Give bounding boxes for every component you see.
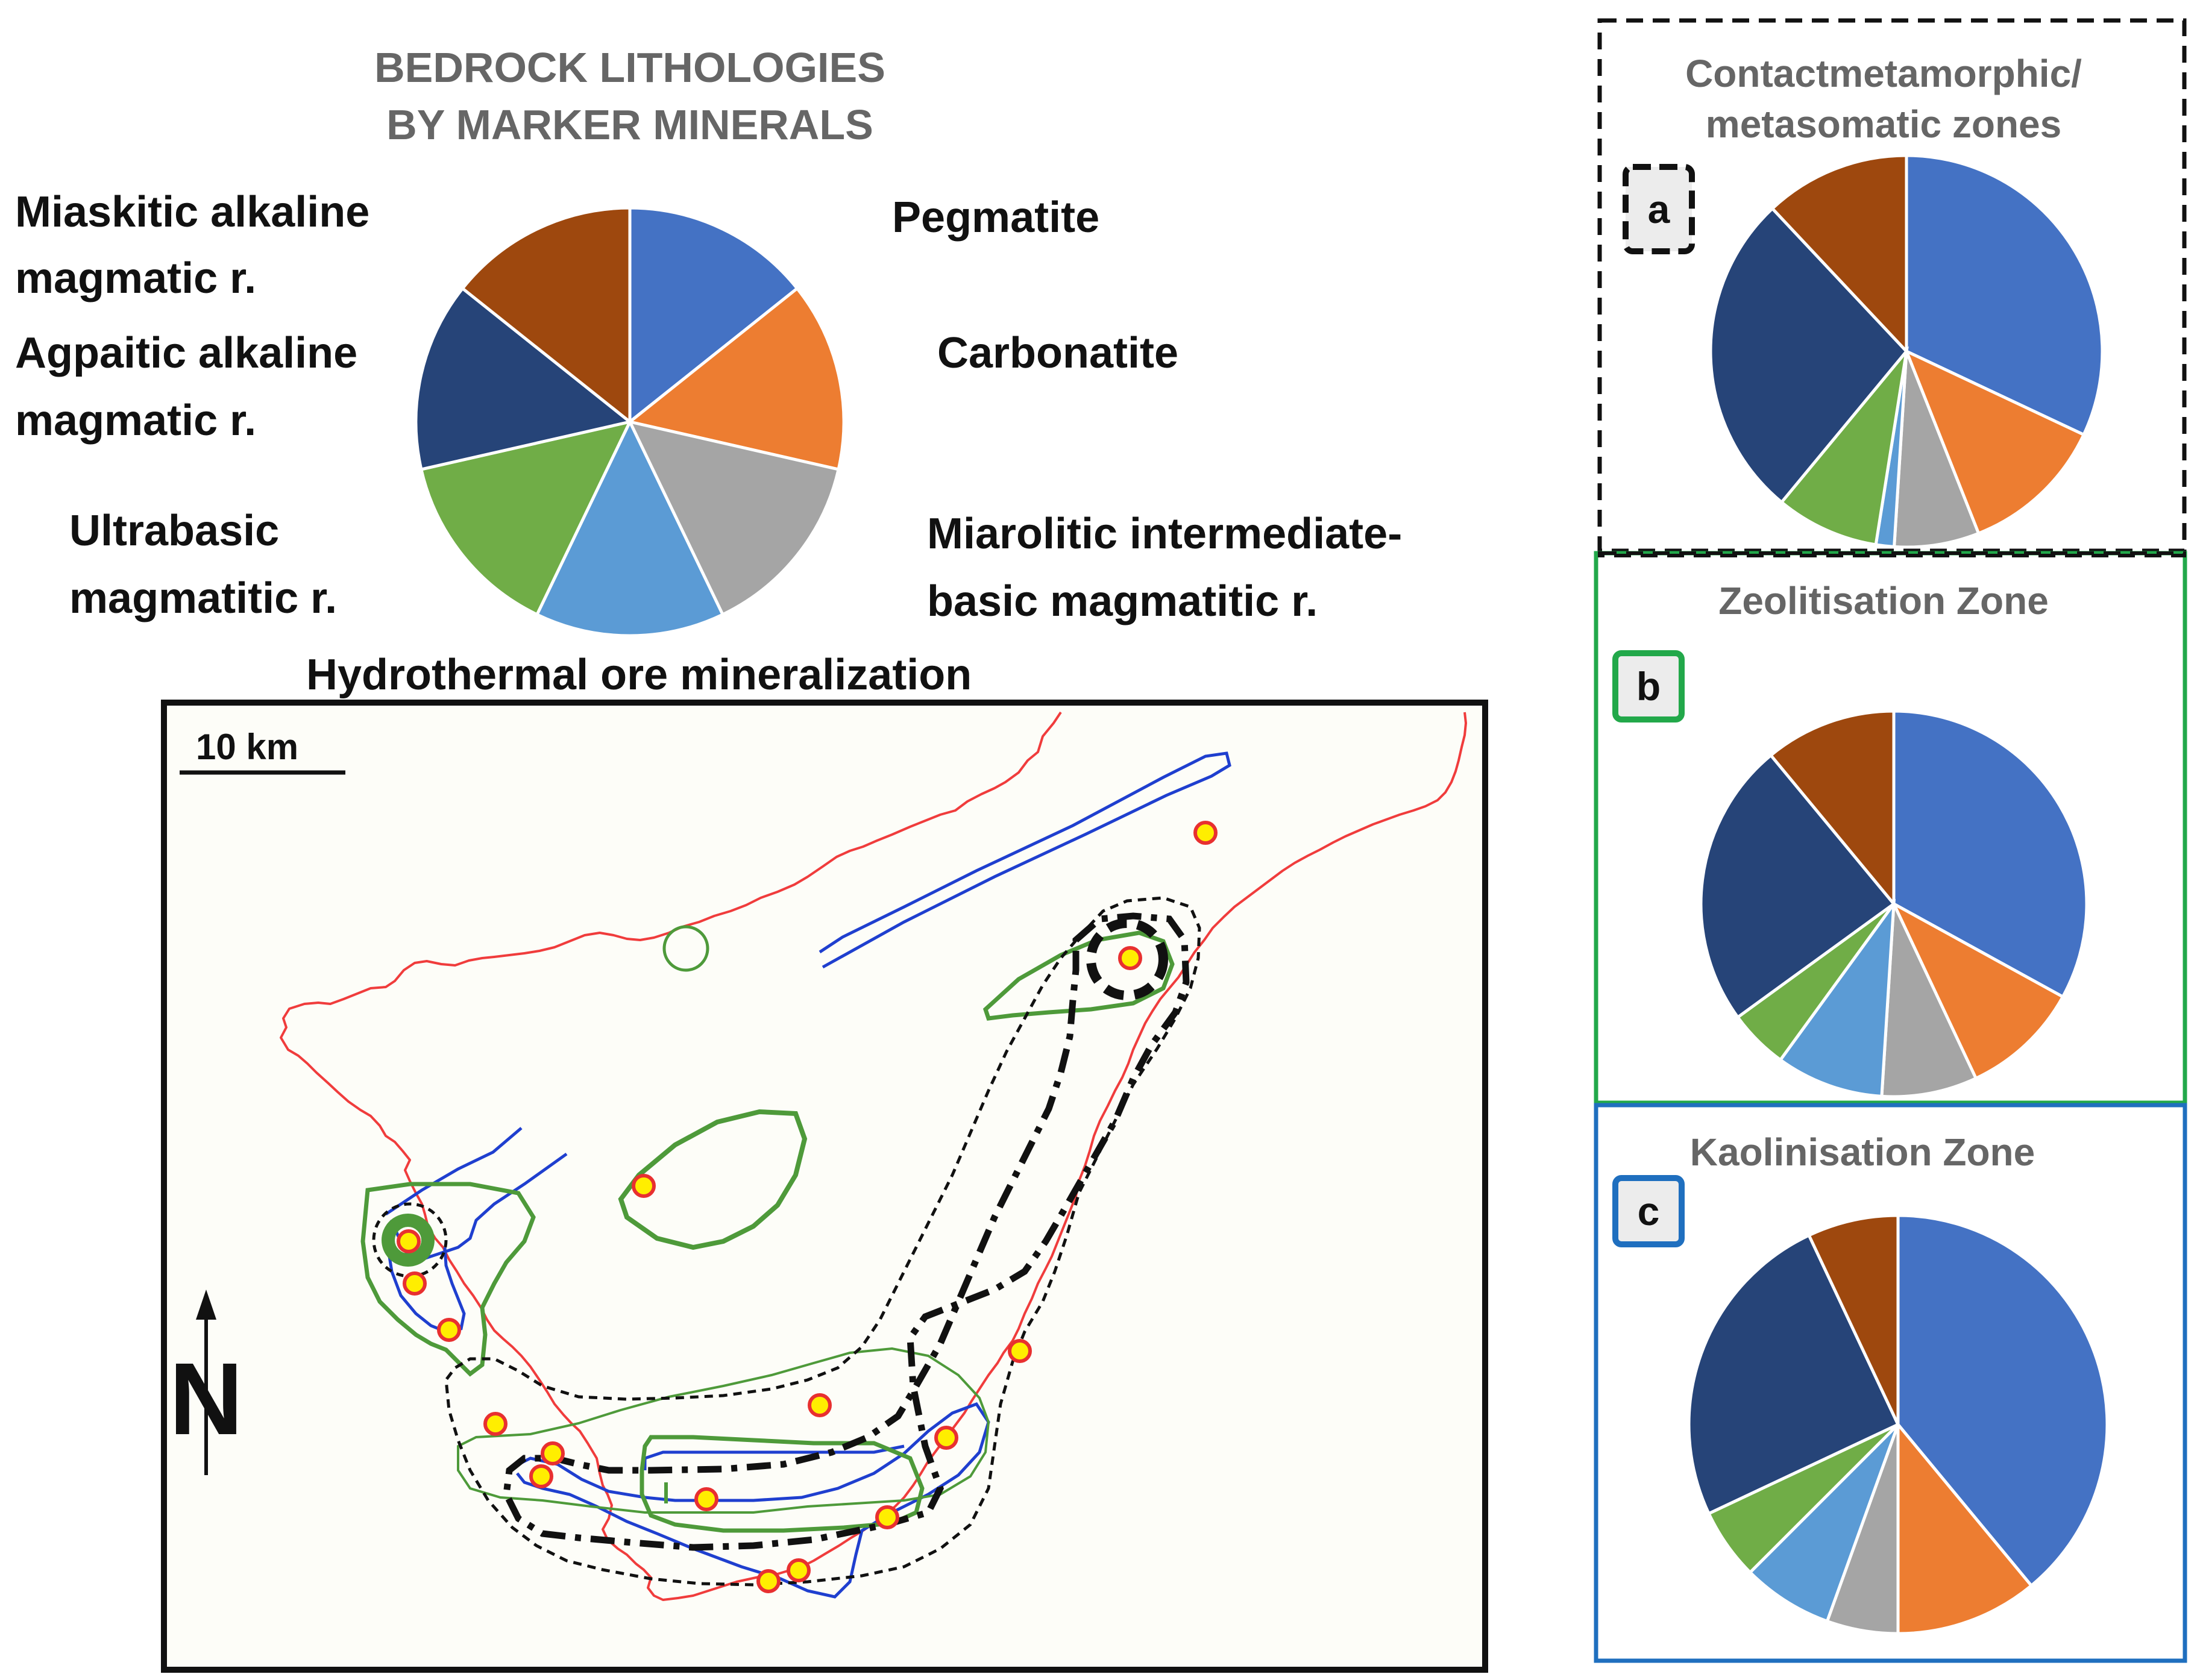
green-ring-west [382, 1214, 435, 1267]
map-point [756, 1569, 781, 1593]
pie-bedrock-slice-carbonatite [626, 286, 846, 471]
panel-b-badge: b [1615, 653, 1682, 719]
map-point [787, 1558, 811, 1582]
pie-a [1709, 154, 2104, 549]
label-miaskitic-line1: Miaskitic alkaline [15, 188, 370, 236]
map-point [529, 1464, 553, 1488]
label-agpaitic-line2: magmatic r. [15, 396, 257, 445]
panel-c-badge-frame [1612, 1175, 1685, 1247]
pie-bedrock [414, 206, 846, 638]
label-miarolitic: Miarolitic intermediate- basic magmatiti… [927, 500, 1402, 635]
map-point [808, 1393, 832, 1417]
pie-b-slice-miaskitic [1768, 709, 1896, 908]
panel-b-frame [1594, 551, 2187, 1105]
pie-bedrock-slice-ultrabasic [419, 419, 633, 617]
panel-a-badge-frame [1623, 164, 1695, 254]
label-pegmatite: Pegmatite [892, 193, 1100, 242]
map-point [1193, 821, 1218, 845]
diagram-title: BEDROCK LITHOLOGIES BY MARKER MINERALS [328, 39, 931, 154]
blue-contour-ne [819, 751, 1231, 969]
black-dashdot-main [503, 912, 1190, 1551]
pie-c-slice-hydrothermal [1748, 1423, 1900, 1623]
map-point [541, 1441, 565, 1465]
blue-contour-nw-1 [385, 1127, 523, 1216]
title-line-2: BY MARKER MINERALS [386, 101, 873, 148]
pie-a-slice-miaskitic [1770, 154, 1908, 356]
green-circle-north [662, 925, 709, 972]
blue-contour-inner [643, 1444, 905, 1470]
north-arrow: N [169, 1290, 244, 1475]
scale-label: 10 km [196, 727, 298, 767]
panel-a-title-line2: metasomatic zones [1705, 102, 2062, 146]
map-point [1118, 946, 1142, 970]
label-miaskitic-line2: magmatic r. [15, 254, 257, 302]
pie-c [1687, 1214, 2109, 1635]
map-point [934, 1426, 958, 1450]
pie-a-slice-miarolitic [1892, 351, 1981, 549]
label-ultrabasic: Ultrabasic magmatitic r. [69, 497, 337, 632]
pie-c-slice-pegmatite [1896, 1214, 2109, 1588]
pie-bedrock-slice-hydrothermal [535, 418, 725, 638]
green-contour-center [618, 1109, 808, 1250]
island-coastline [280, 711, 1467, 1601]
pie-bedrock-slice-pegmatite [628, 206, 800, 425]
panel-a-badge: a [1626, 167, 1692, 251]
panel-a-title-line1: Contactmetamorphic/ [1685, 52, 2082, 95]
pie-charts [414, 154, 2109, 1635]
map-point [875, 1505, 899, 1529]
pie-c-slice-carbonatite [1896, 1420, 2034, 1635]
label-miaskitic: Miaskitic alkaline magmatic r. [15, 178, 369, 312]
map-point [632, 1174, 656, 1198]
label-agpaitic-line1: Agpaitic alkaline [15, 329, 358, 377]
pie-b-slice-hydrothermal [1778, 898, 1896, 1099]
pie-a-slice-agpaitic [1709, 206, 1909, 504]
pie-a-slice-carbonatite [1903, 348, 2086, 536]
panel-c-badge: c [1615, 1178, 1682, 1244]
map: 10 km N [161, 700, 1488, 1673]
map-point [397, 1229, 421, 1253]
title-line-1: BEDROCK LITHOLOGIES [374, 44, 885, 91]
pie-b [1699, 709, 2088, 1099]
panel-b-dashed-top [1598, 551, 2186, 557]
label-hydrothermal: Hydrothermal ore mineralization [306, 651, 972, 699]
map-point [437, 1318, 461, 1342]
label-ultrabasic-line1: Ultrabasic [69, 507, 280, 555]
pie-b-slice-miarolitic [1880, 903, 1978, 1099]
pie-a-slice-pegmatite [1905, 154, 2104, 437]
panel-b-badge-frame [1612, 650, 1685, 722]
pie-bedrock-slice-agpaitic [414, 286, 633, 471]
black-dashed-circle-ne [1086, 918, 1168, 1000]
label-agpaitic: Agpaitic alkaline magmatic r. [15, 319, 357, 454]
pie-a-slice-ultrabasic [1779, 346, 1909, 547]
blue-contour-south [516, 1402, 990, 1599]
pie-c-slice-miaskitic [1806, 1214, 1900, 1426]
label-ultrabasic-line2: magmatitic r. [69, 574, 338, 622]
label-carbonatite: Carbonatite [937, 329, 1179, 377]
map-points [397, 821, 1218, 1593]
pie-bedrock-slice-miarolitic [627, 419, 841, 617]
label-miarolitic-line2: basic magmatitic r. [927, 577, 1318, 625]
map-frame [161, 700, 1488, 1673]
pie-c-slice-agpaitic [1687, 1233, 1900, 1516]
map-point [483, 1412, 508, 1436]
map-point [1008, 1339, 1032, 1363]
black-dotted-outer [444, 896, 1201, 1587]
map-point [694, 1487, 718, 1511]
pie-b-slice-pegmatite [1892, 709, 2088, 999]
panel-c-title: Kaolinisation Zone [1689, 1130, 2035, 1174]
north-label: N [169, 1342, 244, 1456]
green-contour-south-outer [457, 1347, 990, 1514]
panel-a-frame [1597, 18, 2187, 553]
pie-b-slice-carbonatite [1890, 900, 2065, 1080]
pie-bedrock-slice-miaskitic [460, 206, 632, 425]
pie-b-slice-agpaitic [1699, 753, 1896, 1020]
panel-b-title: Zeolitisation Zone [1718, 579, 2049, 622]
panel-a-title: Contactmetamorphic/ metasomatic zones [1603, 48, 2164, 149]
panel-c-frame [1594, 1103, 2187, 1663]
map-point [403, 1271, 427, 1296]
label-miarolitic-line1: Miarolitic intermediate- [927, 510, 1403, 558]
green-contour-west [360, 1182, 536, 1377]
